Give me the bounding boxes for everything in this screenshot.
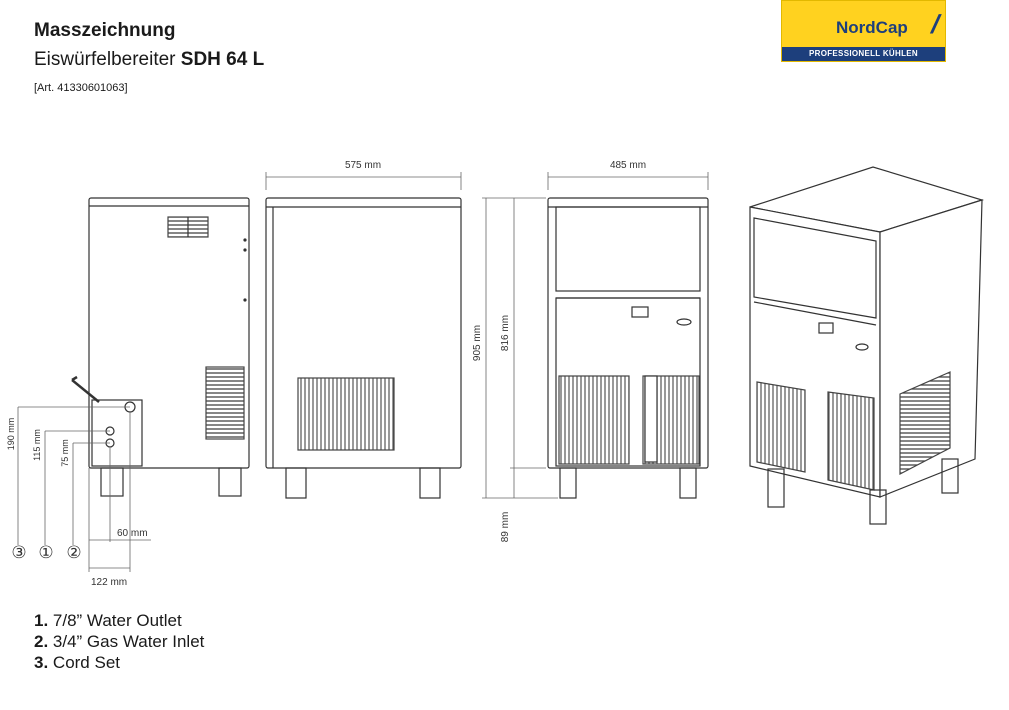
brand-badge xyxy=(676,318,692,326)
page-subtitle: Eiswürfelbereiter SDH 64 L xyxy=(34,49,264,71)
legend-item: 2. 3/4” Gas Water Inlet xyxy=(34,631,204,652)
side-rear-vent xyxy=(205,366,245,440)
lateral-view xyxy=(265,172,462,499)
front-vent-cover xyxy=(644,375,658,463)
callout-cord-set: ③ xyxy=(11,543,26,562)
screw xyxy=(243,248,247,252)
side-dimensions xyxy=(17,406,151,572)
legend-text: Cord Set xyxy=(48,653,120,672)
side-foot-left xyxy=(100,467,124,497)
front-foot-left xyxy=(559,467,577,499)
dim-575-label: 575 mm xyxy=(345,160,381,171)
dim-89-label: 89 mm xyxy=(500,512,511,543)
iso-side-vent xyxy=(899,371,951,475)
model-name: SDH 64 L xyxy=(180,49,265,70)
iso-foot-back-right xyxy=(941,458,959,494)
iso-foot-front-left xyxy=(767,468,785,508)
legend-text: 7/8” Water Outlet xyxy=(48,611,182,630)
side-view xyxy=(71,197,250,497)
subtitle-prefix: Eiswürfelbereiter xyxy=(34,49,181,70)
lateral-foot-right xyxy=(419,467,441,499)
dim-816-label: 816 mm xyxy=(500,315,511,351)
dim-905-label: 905 mm xyxy=(472,325,483,361)
side-foot-right xyxy=(218,467,242,497)
dim-75-label: 75 mm xyxy=(60,439,70,467)
iso-front-vent-left xyxy=(756,381,806,473)
legend-item: 1. 7/8” Water Outlet xyxy=(34,610,204,631)
front-view-body xyxy=(547,197,709,469)
callout-gas-water-inlet: ② xyxy=(66,543,81,562)
lateral-view-body xyxy=(265,197,462,469)
logo-tagline: PROFESSIONELL KÜHLEN xyxy=(782,47,945,61)
legend-number: 2. xyxy=(34,632,49,651)
callout-water-outlet: ① xyxy=(38,543,53,562)
dim-115-label: 115 mm xyxy=(32,429,42,461)
bin-door xyxy=(555,206,701,292)
power-switch-icon xyxy=(631,306,649,318)
article-number: [Art. 41330601063] xyxy=(34,82,128,94)
front-vent-left xyxy=(558,375,630,465)
isometric-view xyxy=(749,166,985,525)
legend-item: 3. Cord Set xyxy=(34,652,204,673)
front-lower-panel xyxy=(555,297,701,467)
legend: 1. 7/8” Water Outlet 2. 3/4” Gas Water I… xyxy=(34,610,204,673)
lateral-vent xyxy=(297,377,395,451)
side-view-body xyxy=(88,197,250,469)
iso-bin-door xyxy=(753,217,877,319)
legend-number: 3. xyxy=(34,653,49,672)
dim-485-label: 485 mm xyxy=(610,160,646,171)
iso-front-vent-right xyxy=(827,391,875,491)
iso-power-switch-icon xyxy=(818,322,834,334)
cord-end xyxy=(71,375,78,382)
front-foot-right xyxy=(679,467,697,499)
dim-122-label: 122 mm xyxy=(91,577,127,588)
iso-brand-badge xyxy=(855,343,869,351)
front-dimensions xyxy=(482,197,558,499)
iso-foot-front-right xyxy=(869,489,887,525)
legend-text: 3/4” Gas Water Inlet xyxy=(48,632,205,651)
cord-set xyxy=(71,379,100,403)
front-view xyxy=(547,172,709,499)
connection-panel xyxy=(91,399,143,467)
legend-number: 1. xyxy=(34,611,49,630)
page-title: Masszeichnung xyxy=(34,20,176,41)
dim-190-label: 190 mm xyxy=(6,418,16,451)
logo-brand: NordCap xyxy=(836,18,908,37)
screw xyxy=(243,298,247,302)
nordcap-logo: NordCap / PROFESSIONELL KÜHLEN xyxy=(781,0,946,62)
lateral-foot-left xyxy=(285,467,307,499)
screw xyxy=(243,238,247,242)
dim-60-label: 60 mm xyxy=(117,528,148,539)
iso-door-divider xyxy=(753,301,877,326)
